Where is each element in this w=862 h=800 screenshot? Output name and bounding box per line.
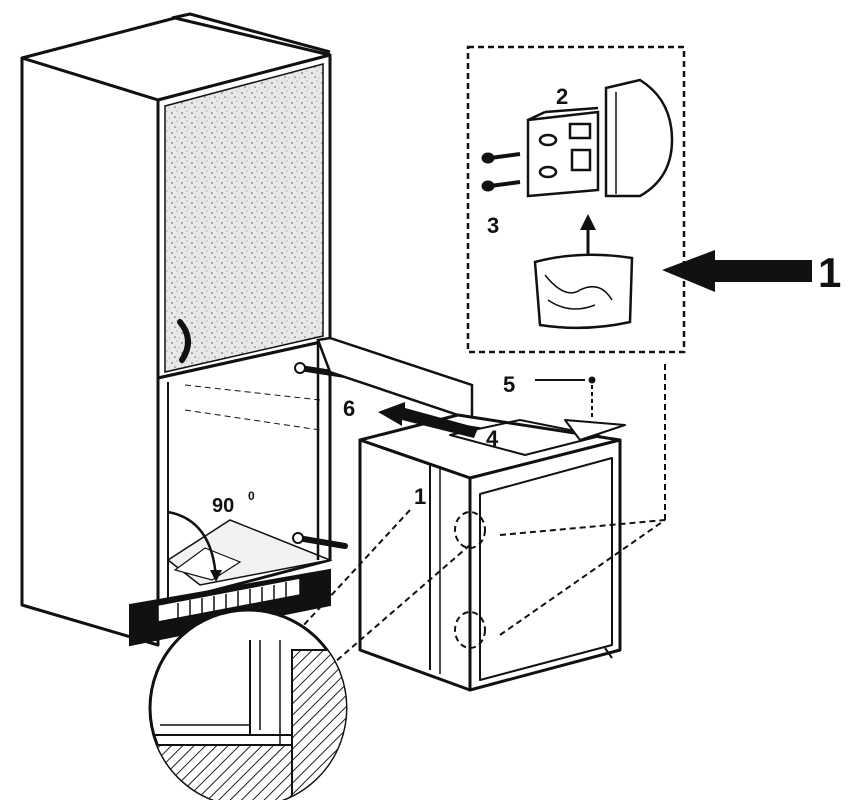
up-arrow-icon [580,214,596,255]
part-1-label: 1 [414,484,426,509]
magnified-detail [148,608,348,800]
door-edge-icon [604,78,674,198]
screw-5-icon [535,376,596,418]
angle-unit-label: 0 [248,489,255,503]
door-handle-icon [177,319,191,363]
part-4-pointer [429,419,481,429]
callout-number: 1 [818,249,841,296]
angle-label: 90 [212,495,234,517]
upper-door-panel [164,63,324,373]
part-5-label: 5 [503,372,515,397]
guide-lines [289,360,666,676]
cabinet-opening [129,338,333,647]
appliance [358,413,626,692]
angle-arrowhead-icon [210,570,222,582]
hinge-bracket-icon [526,106,600,198]
part-3-label: 3 [487,213,499,238]
callout-arrow-icon [662,250,812,292]
part-6-label: 6 [343,396,355,421]
angle-arc-icon [167,510,218,579]
part-4-label: 4 [486,426,499,451]
part-2-label: 2 [556,84,568,109]
screw-icons [481,152,521,192]
bolt-bottom-icon [292,532,348,549]
push-arrow-icon [378,402,478,438]
parts-bag-icon [533,253,634,330]
